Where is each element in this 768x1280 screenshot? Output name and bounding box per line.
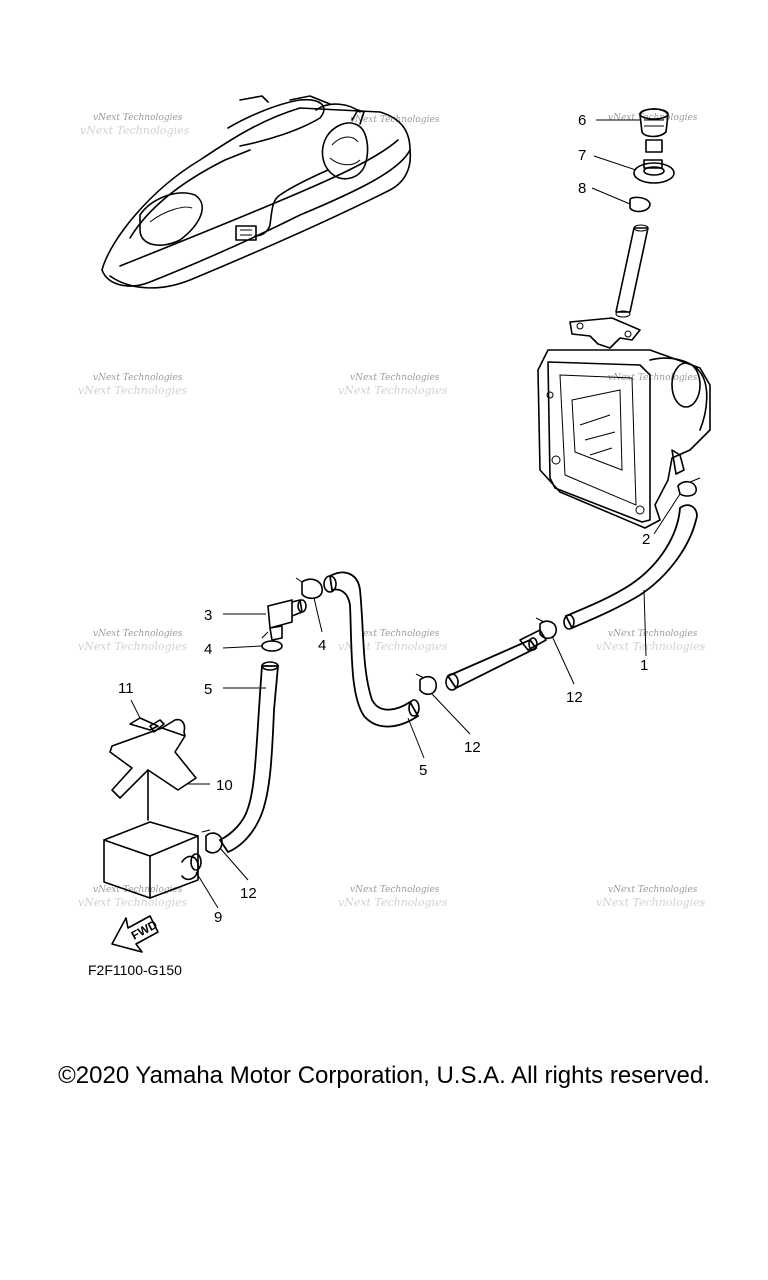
callout-5-left: 5 (204, 681, 212, 698)
watermark: vNext Technologies (93, 629, 183, 639)
watermark: vNext Technologies (78, 384, 188, 397)
watermark: vNext Technologies (338, 640, 448, 653)
fitting-part-3 (261, 577, 323, 652)
drawing-code: F2F1100-G150 (88, 962, 182, 978)
watermark: vNext Technologies (608, 373, 698, 383)
watermark: vNext Technologies (93, 113, 183, 123)
watermark: vNext Technologies (608, 113, 698, 123)
callout-5-center: 5 (419, 762, 427, 779)
watermark: vNext Technologies (608, 629, 698, 639)
callout-12-right: 12 (566, 689, 583, 706)
fwd-arrow: FWD (111, 915, 160, 953)
watermark: vNext Technologies (596, 896, 706, 909)
watermark: vNext Technologies (350, 115, 440, 125)
callout-12-left: 12 (240, 885, 257, 902)
watercraft-illustration (101, 95, 412, 289)
watermark: vNext Technologies (78, 896, 188, 909)
watermark: vNext Technologies (93, 885, 183, 895)
cap-assembly (615, 108, 675, 318)
watermark: vNext Technologies (338, 896, 448, 909)
watermark: vNext Technologies (350, 373, 440, 383)
callout-8: 8 (578, 180, 586, 197)
callout-7: 7 (578, 147, 586, 164)
callout-3: 3 (204, 607, 212, 624)
watermarks: vNext Technologies vNext Technologies vN… (78, 113, 706, 909)
hose-part-5-left (201, 661, 279, 854)
watermark: vNext Technologies (93, 373, 183, 383)
hose-part-5-center (323, 571, 420, 728)
callout-2: 2 (642, 531, 650, 548)
callout-11: 11 (118, 680, 134, 697)
callout-9: 9 (214, 909, 222, 926)
callout-12-middle: 12 (464, 739, 481, 756)
connecting-pipe (445, 629, 547, 691)
copyright-notice: ©2020 Yamaha Motor Corporation, U.S.A. A… (58, 1062, 710, 1089)
callout-4-left: 4 (204, 641, 212, 658)
jet-pump-housing (537, 317, 711, 529)
leader-lines (130, 119, 681, 909)
bracket-and-box (103, 717, 202, 899)
callout-labels: 6 7 8 2 3 4 4 5 1 12 12 5 11 10 9 12 (118, 112, 650, 926)
callout-10: 10 (216, 777, 233, 794)
callout-1: 1 (640, 657, 648, 674)
hose-part-1 (563, 477, 701, 630)
watermark: vNext Technologies (608, 885, 698, 895)
watermark: vNext Technologies (80, 124, 190, 137)
watermark: vNext Technologies (596, 640, 706, 653)
parts-diagram: vNext Technologies vNext Technologies vN… (78, 95, 711, 978)
callout-6: 6 (578, 112, 586, 129)
watermark: vNext Technologies (350, 629, 440, 639)
watermark: vNext Technologies (78, 640, 188, 653)
clamps-part-12 (415, 617, 557, 696)
callout-4-right: 4 (318, 637, 326, 654)
watermark: vNext Technologies (338, 384, 448, 397)
watermark: vNext Technologies (350, 885, 440, 895)
